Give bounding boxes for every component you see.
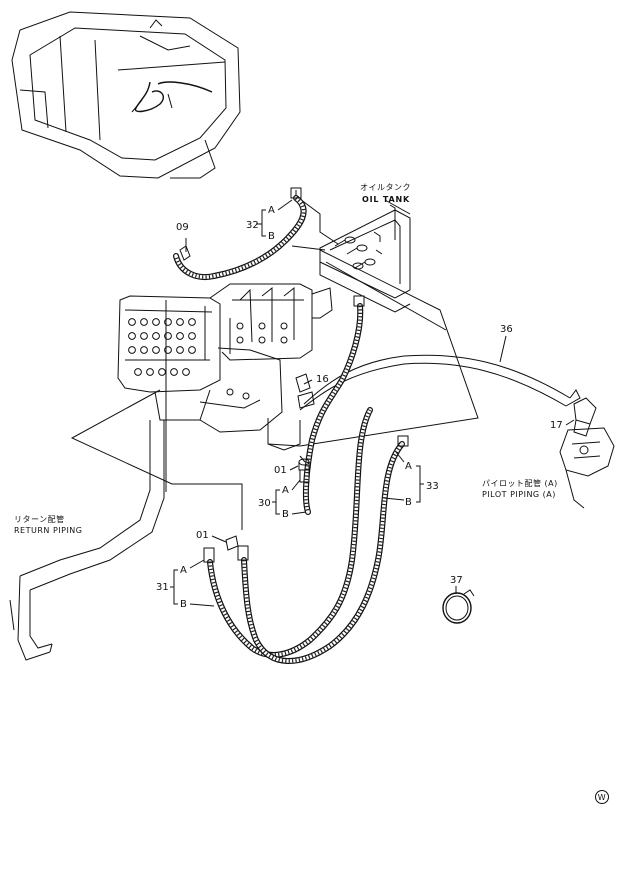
callout-09-label: 09: [176, 222, 189, 233]
callout-16-label: 16: [316, 374, 329, 385]
pilot-piping-label-en: PILOT PIPING (A): [482, 490, 556, 499]
pilot-valve-fitting: パイロット配管 (A) PILOT PIPING (A): [482, 397, 615, 509]
callout-09: 09: [176, 222, 189, 233]
elbow-fitting-16: [295, 373, 315, 409]
callout-01-lower-label: 01: [196, 530, 209, 541]
hose-33: [237, 435, 409, 664]
callout-30-end-b: B: [282, 509, 289, 520]
hose-09: [179, 245, 191, 261]
machine-body-outline: [11, 11, 241, 179]
callout-37: 37: [450, 575, 463, 594]
return-piping: リターン配管 RETURN PIPING: [9, 420, 165, 661]
oil-tank-label-jp: オイルタンク: [360, 183, 411, 192]
callout-36: 36: [499, 324, 513, 363]
callout-01-upper: 01: [274, 465, 299, 476]
callout-31: 31 A B: [156, 559, 215, 610]
callout-37-label: 37: [450, 575, 463, 586]
callout-33: 33 A B: [383, 451, 439, 508]
control-valve-block: [117, 283, 333, 451]
callout-32-end-b: B: [268, 231, 275, 242]
callout-31-end-a: A: [180, 565, 187, 576]
callout-30-end-a: A: [282, 485, 289, 496]
oil-tank: オイルタンク OIL TANK: [295, 183, 411, 313]
callout-17-label: 17: [550, 420, 563, 431]
return-piping-label-jp: リターン配管: [14, 514, 65, 524]
callout-32-label: 32: [246, 220, 259, 231]
callout-30-label: 30: [258, 498, 271, 509]
callout-33-end-b: B: [405, 497, 412, 508]
callout-31-end-b: B: [180, 599, 187, 610]
reference-lines: [70, 238, 479, 530]
hose-clamp-37: [442, 589, 475, 624]
hose-36: [299, 354, 581, 411]
callout-01-lower: 01: [196, 530, 227, 543]
corner-mark-letter: W: [598, 793, 606, 802]
valve-bolt-heads: [128, 318, 288, 400]
hose-32: [173, 187, 307, 280]
callout-32: 32 A B: [246, 199, 293, 242]
callout-31-label: 31: [156, 582, 169, 593]
hoses: [173, 187, 581, 664]
fitting-01-lower: [225, 535, 239, 551]
fitting-01-upper: [298, 458, 310, 471]
tank-port-fittings: [334, 231, 383, 270]
hose-31: [203, 407, 373, 658]
callout-16: 16: [303, 374, 329, 385]
callout-30: 30 A B: [258, 479, 307, 520]
callout-33-label: 33: [426, 481, 439, 492]
callout-36-label: 36: [500, 324, 513, 335]
hose-30: [299, 295, 365, 515]
oil-tank-label-en: OIL TANK: [362, 195, 410, 204]
callout-17: 17: [550, 419, 575, 431]
callout-32-end-a: A: [268, 205, 275, 216]
corner-mark-w: W: [595, 790, 609, 804]
return-piping-label-en: RETURN PIPING: [14, 526, 83, 535]
pilot-piping-label-jp: パイロット配管 (A): [482, 478, 558, 488]
callout-01-upper-label: 01: [274, 465, 287, 476]
callout-33-end-a: A: [405, 461, 412, 472]
